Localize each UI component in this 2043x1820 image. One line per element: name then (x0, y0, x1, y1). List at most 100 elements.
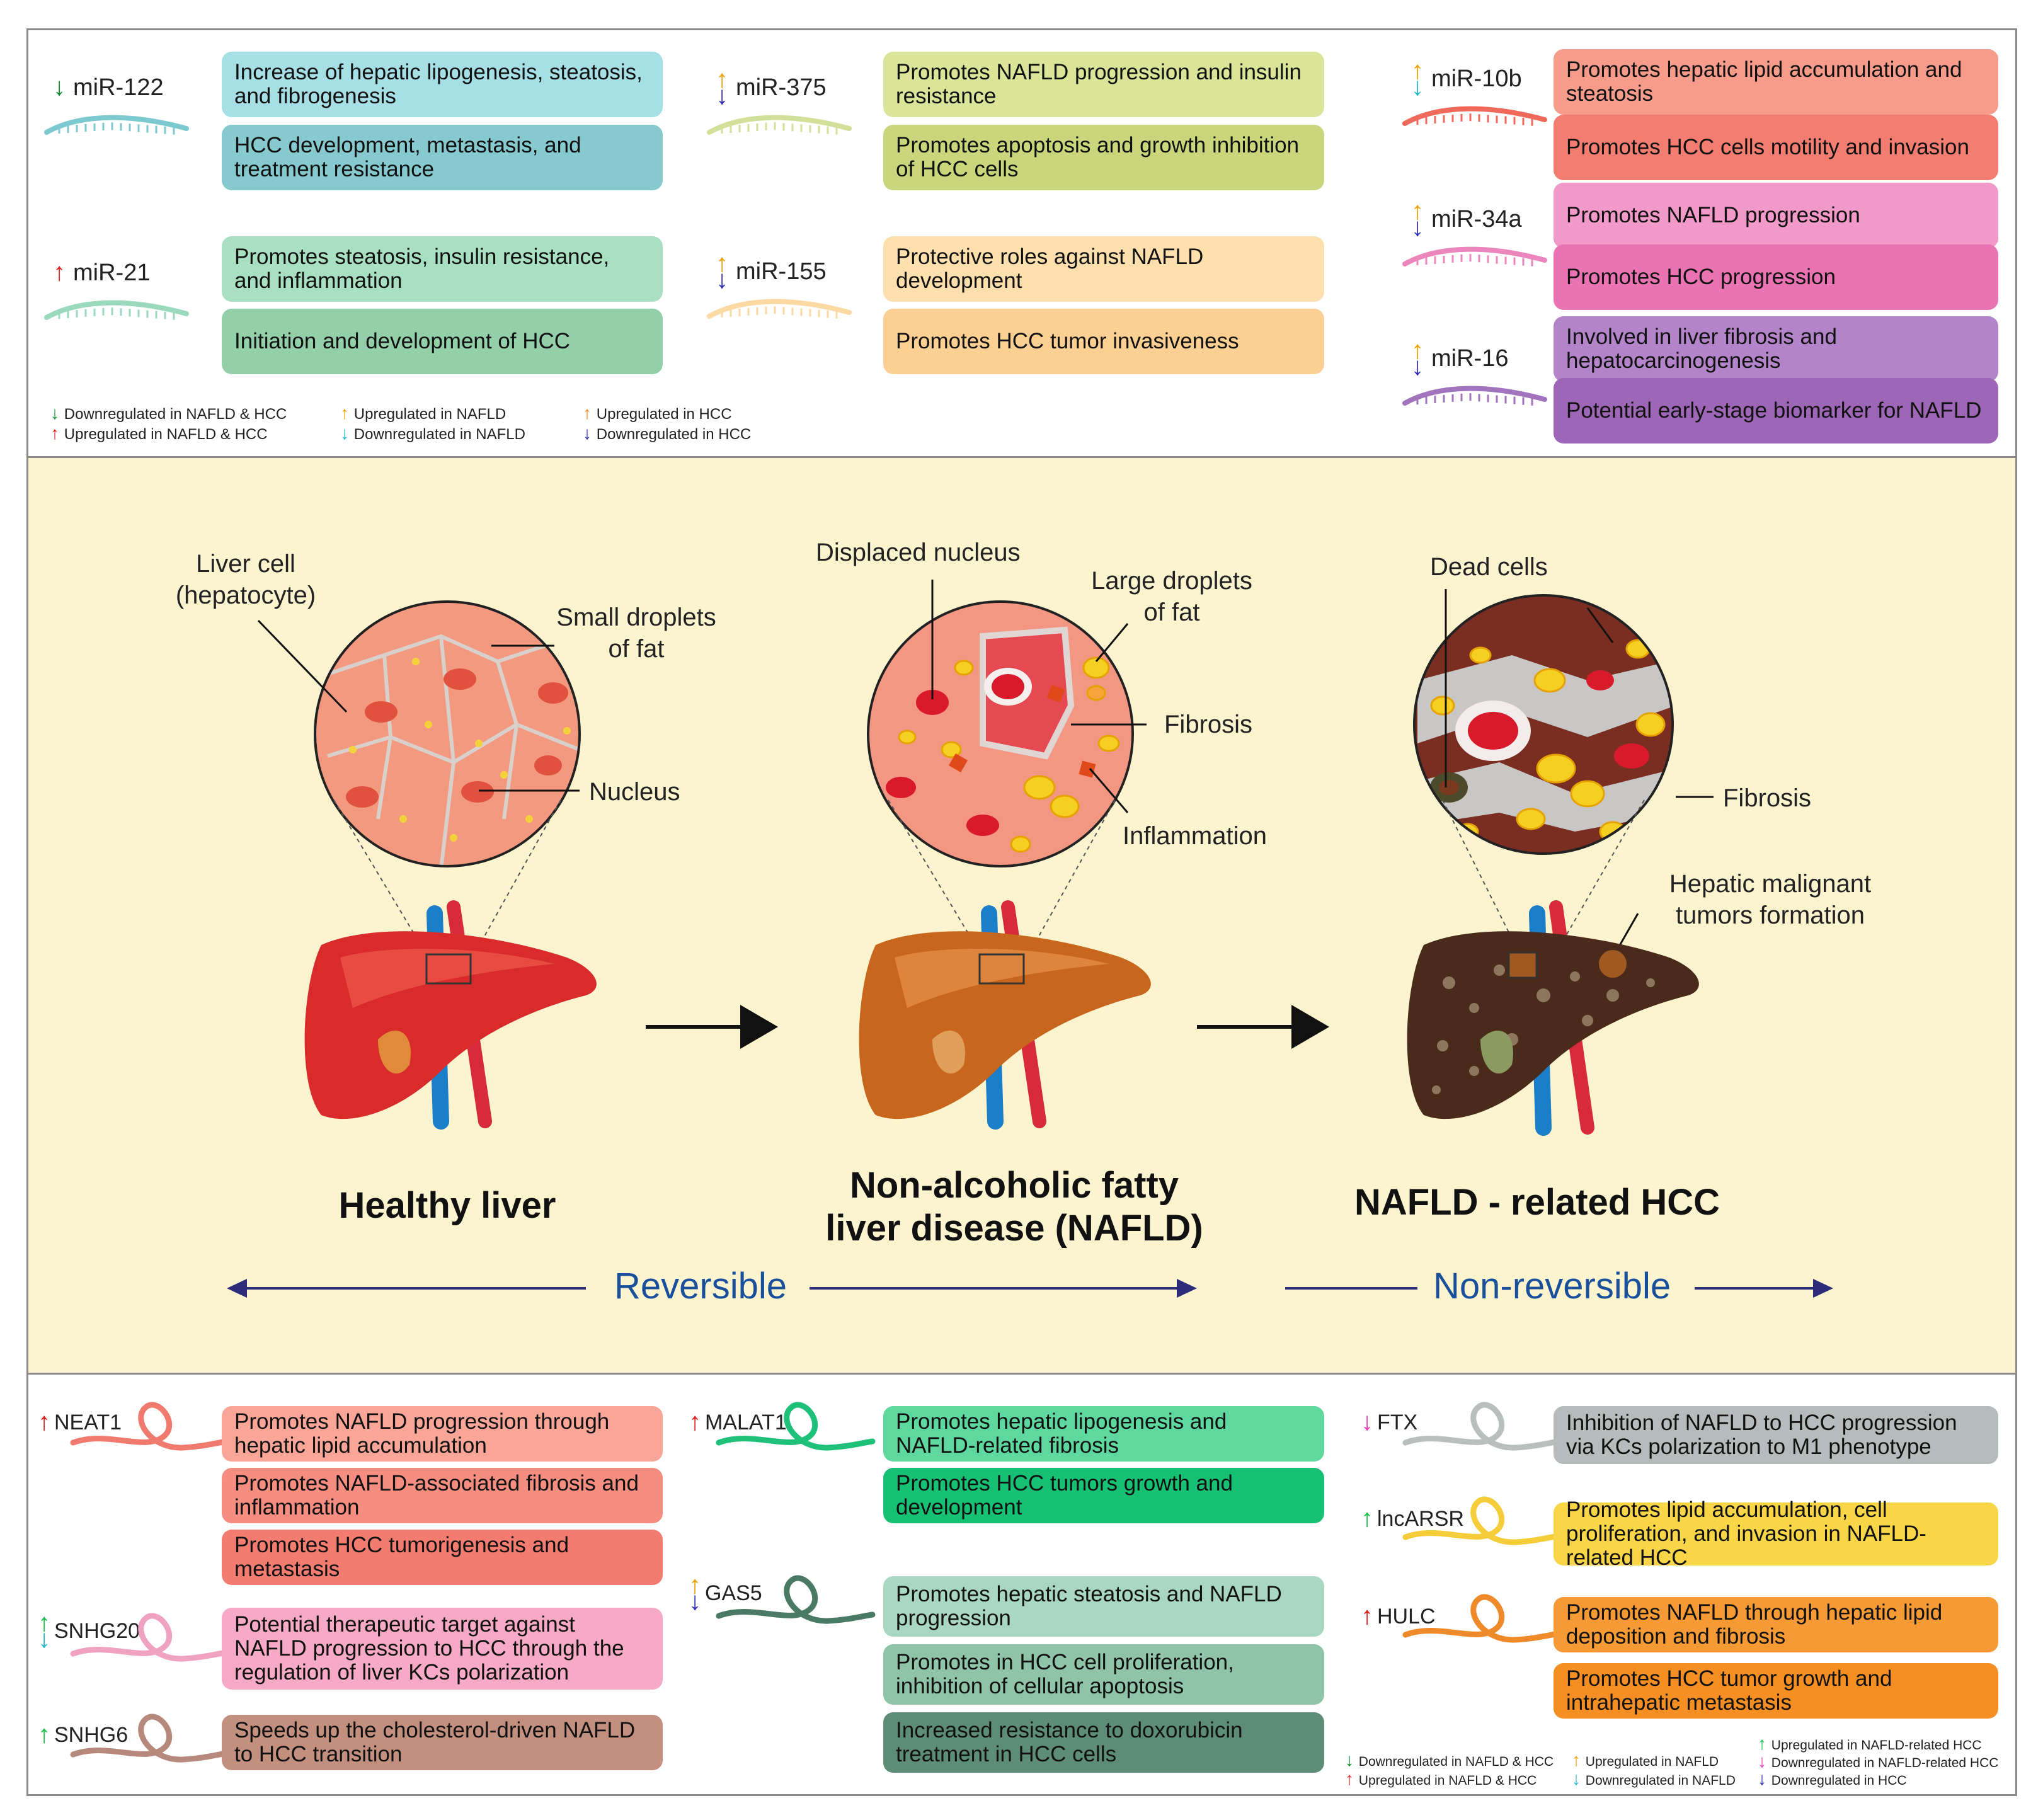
function-box: Potential early-stage biomarker for NAFL… (1554, 378, 1998, 444)
function-box: Promotes HCC cells motility and invasion (1554, 115, 1998, 180)
lncrna-label: FTX (1377, 1411, 1418, 1434)
lncrna-label: SNHG20 (54, 1619, 140, 1643)
regulation-arrow-icon: ↑ (53, 258, 66, 286)
legend-arrow-icon: ↑ (1345, 1769, 1359, 1789)
legend-arrow-icon: ↓ (583, 423, 597, 443)
mirna-strand-icon (1402, 106, 1547, 126)
label-non-reversible: Non-reversible (1433, 1266, 1671, 1307)
mirna-label: miR-10b (1431, 66, 1522, 92)
healthy-liver-illustration (304, 900, 597, 1130)
legend-entry: ↑ Upregulated in NAFLD & HCC (1345, 1769, 1537, 1789)
legend-arrow-icon: ↑ (1572, 1750, 1586, 1770)
function-box: Potential therapeutic target against NAF… (222, 1608, 663, 1690)
function-box: Promotes in HCC cell proliferation, inhi… (883, 1644, 1324, 1705)
legend-text: Downregulated in NAFLD & HCC (64, 406, 287, 423)
function-box: Promotes hepatic steatosis and NAFLD pro… (883, 1576, 1324, 1637)
lncrna-strand-icon (1402, 1496, 1562, 1545)
legend-entry: ↑ Upregulated in NAFLD (1572, 1750, 1719, 1770)
lncrna-label: SNHG6 (54, 1723, 129, 1747)
mirna-strand-icon (1402, 246, 1547, 266)
label-fibrosis-hcc: Fibrosis (1723, 784, 1812, 812)
mirna-strand-icon (707, 299, 852, 319)
lncrna-strand-icon (1402, 1594, 1562, 1643)
legend-entry: ↓ Downregulated in NAFLD & HCC (50, 403, 287, 423)
function-box: Initiation and development of HCC (222, 309, 663, 374)
legend-arrow-icon: ↓ (1345, 1750, 1359, 1770)
function-box: Promotes HCC tumors growth and developme… (883, 1468, 1324, 1523)
regulation-arrow-icon: ↓ (53, 73, 66, 101)
lncrna-strand-icon (716, 1575, 876, 1624)
function-box: Promotes NAFLD progression through hepat… (222, 1406, 663, 1462)
legend-arrow-icon: ↓ (1758, 1751, 1771, 1771)
regulation-arrow-icon: ↑ (38, 1720, 50, 1748)
legend-text: Upregulated in NAFLD (353, 406, 506, 423)
function-box: Protective roles against NAFLD developme… (883, 236, 1324, 302)
function-box: Inhibition of NAFLD to HCC progression v… (1554, 1406, 1998, 1464)
mirna-label: miR-34a (1431, 206, 1522, 232)
function-box: Promotes NAFLD-associated fibrosis and i… (222, 1468, 663, 1523)
mirna-label: miR-375 (736, 74, 827, 101)
label-displaced-nucleus: Displaced nucleus (816, 539, 1021, 566)
legend-text: Downregulated in NAFLD-related HCC (1771, 1756, 1999, 1770)
hcc-liver-illustration (1407, 900, 1699, 1136)
legend-entry: ↑ Upregulated in NAFLD-related HCC (1758, 1734, 1982, 1754)
mirna-label: miR-16 (1431, 345, 1509, 372)
legend-arrow-icon: ↓ (340, 423, 354, 443)
healthy-cells-zoom (314, 600, 581, 867)
lncrna-strand-icon (70, 1714, 230, 1763)
function-box: Increase of hepatic lipogenesis, steatos… (222, 52, 663, 117)
lncrna-label: MALAT1 (705, 1411, 787, 1434)
lncrna-strand-icon (716, 1402, 876, 1451)
mirna-strand-icon (44, 115, 189, 135)
regulation-arrow-icon: ↑ (1361, 1504, 1373, 1532)
function-box: Promotes NAFLD progression and insulin r… (883, 52, 1324, 117)
function-box: Promotes steatosis, insulin resistance, … (222, 236, 663, 302)
label-inflammation: Inflammation (1123, 822, 1267, 850)
label-liver-cell: Liver cell(hepatocyte) (175, 550, 316, 609)
legend-arrow-icon: ↑ (1758, 1734, 1771, 1753)
legend-arrow-icon: ↓ (50, 403, 64, 423)
function-box: Promotes HCC tumorigenesis and metastasi… (222, 1530, 663, 1585)
legend-text: Downregulated in NAFLD (353, 426, 525, 443)
legend-arrow-icon: ↓ (1758, 1769, 1771, 1789)
regulation-arrow-icon: ↓ (1361, 1408, 1373, 1436)
function-box: Promotes apoptosis and growth inhibition… (883, 125, 1324, 190)
mirna-label: miR-122 (73, 74, 164, 101)
function-box: Promotes HCC tumor invasiveness (883, 309, 1324, 374)
legend-arrow-icon: ↓ (1572, 1769, 1586, 1789)
legend-entry: ↓ Downregulated in NAFLD (340, 423, 525, 444)
legend-entry: ↑ Upregulated in HCC (583, 403, 732, 423)
nafld-cells-zoom (867, 600, 1134, 867)
label-fibrosis: Fibrosis (1164, 711, 1253, 738)
function-box: Promotes NAFLD through hepatic lipid dep… (1554, 1597, 1998, 1652)
function-box: Promotes HCC tumor growth and intrahepat… (1554, 1663, 1998, 1719)
mirna-strand-icon (707, 115, 852, 135)
lncrna-label: GAS5 (705, 1581, 762, 1605)
lncrna-label: HULC (1377, 1605, 1436, 1628)
regulation-arrow-icon: ↑ (38, 1408, 50, 1436)
lncrna-label: lncARSR (1377, 1507, 1464, 1531)
lncrna-strand-icon (1402, 1402, 1562, 1451)
mirna-strand-icon (44, 300, 189, 320)
nafld-liver-illustration (859, 900, 1151, 1130)
legend-arrow-icon: ↑ (583, 403, 597, 423)
lncrna-strand-icon (70, 1402, 230, 1451)
function-box: Promotes hepatic lipogenesis and NAFLD-r… (883, 1406, 1324, 1462)
function-box: Promotes hepatic lipid accumulation and … (1554, 49, 1998, 115)
hcc-cells-zoom (1413, 594, 1674, 855)
label-reversible: Reversible (614, 1266, 787, 1307)
mirna-label: miR-21 (73, 260, 151, 286)
legend-entry: ↓ Downregulated in HCC (583, 423, 751, 444)
label-nucleus: Nucleus (589, 778, 680, 806)
label-dead-cells: Dead cells (1430, 553, 1548, 581)
mirna-label: miR-155 (736, 258, 827, 285)
function-box: HCC development, metastasis, and treatme… (222, 125, 663, 190)
legend-text: Downregulated in NAFLD & HCC (1358, 1754, 1554, 1769)
legend-entry: ↓ Downregulated in NAFLD & HCC (1345, 1750, 1554, 1770)
legend-text: Downregulated in HCC (1771, 1773, 1907, 1788)
function-box: Promotes NAFLD progression (1554, 183, 1998, 248)
